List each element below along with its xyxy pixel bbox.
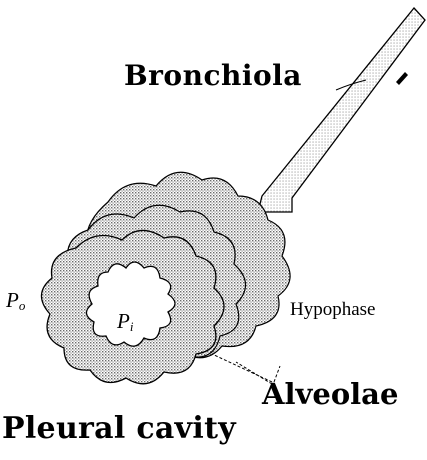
inner-pressure-label: Pi: [117, 311, 133, 333]
alveolae-label: Alveolae: [262, 380, 398, 409]
outer-pressure-symbol: P: [6, 288, 19, 312]
inner-pressure-symbol: P: [117, 309, 130, 333]
bronchiole-dark-mark: [396, 72, 408, 85]
outer-pressure-subscript: o: [19, 298, 26, 313]
pleural-cavity-label: Pleural cavity: [2, 414, 236, 444]
hypophase-label: Hypophase: [290, 300, 375, 319]
inner-pressure-subscript: i: [130, 319, 134, 334]
outer-pressure-label: Po: [6, 290, 25, 312]
bronchiole-tube: [258, 8, 425, 212]
bronchiola-label: Bronchiola: [124, 62, 302, 90]
